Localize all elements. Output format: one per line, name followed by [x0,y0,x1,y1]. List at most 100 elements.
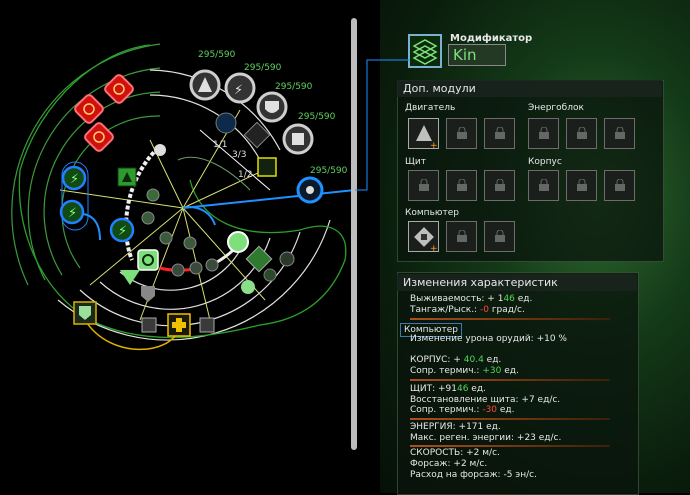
grid-icon [412,39,438,65]
lock-icon [615,127,625,139]
counter-4: 295/590 [298,112,336,122]
stats-header: Изменения характеристик [397,274,637,291]
svg-text:+: + [430,141,438,150]
hull-line: КОРПУС: + 40.4 ед. [410,355,502,365]
orbit-node[interactable] [215,112,237,134]
bar-1 [410,318,610,320]
tree-outline [18,44,347,339]
engine-label: Двигатель [405,103,456,113]
shield-node-gray[interactable] [141,286,155,302]
green-node-2[interactable] [137,249,159,271]
info-panel: Модификатор Kin Доп. модули Двигатель Эн… [380,0,690,495]
hull-slot-2[interactable] [566,170,597,201]
shield-label: Щит [405,157,426,167]
gray-circle-nodes: ⚡ [189,69,314,177]
scatter-node[interactable] [243,121,271,149]
engine-slot-2[interactable] [446,118,477,149]
svg-text:⚡: ⚡ [234,83,243,98]
gear-node-5[interactable] [171,263,185,277]
lock-icon [577,127,587,139]
computer-slot-3[interactable] [484,221,515,252]
yellow-square-node[interactable] [257,157,277,177]
tree-thin-white [199,129,271,191]
connector-line [355,59,410,191]
shield-slot-2[interactable] [446,170,477,201]
cross-node-2[interactable] [199,317,215,333]
tree-arcs [11,43,161,286]
lock-icon [577,179,587,191]
red-node-3[interactable] [83,121,114,152]
green-node-4[interactable] [245,245,273,273]
energy-slot-1[interactable] [528,118,559,149]
engine-slot-1[interactable]: + [408,118,439,151]
shield-line: ЩИТ: +9146 ед. [410,384,486,394]
speed-line: СКОРОСТЬ: +2 м/с. [410,448,500,458]
gear-node-2[interactable] [141,211,155,225]
svg-text:⚡: ⚡ [70,172,79,187]
skill-tree-panel: ⚡ ⚡ ⚡ ⚡ [11,43,355,351]
gear-node-4[interactable] [183,236,197,250]
green-node-8[interactable] [279,251,295,267]
blue-nodes: ⚡ ⚡ ⚡ [59,161,324,243]
energy-slot-2[interactable] [566,118,597,149]
shield-regen: Восстановление щита: +7 ед/с. [410,395,561,405]
lock-icon [495,127,505,139]
hull-slot-1[interactable] [528,170,559,201]
gear-node-7[interactable] [205,258,219,272]
tree-path-white [124,146,160,261]
modifier-icon[interactable] [408,34,442,68]
red-nodes [73,73,134,152]
bar-2 [410,379,610,381]
energy-regen: Макс. реген. энергии: +23 ед/с. [410,433,562,443]
green-node-3[interactable] [227,231,249,253]
counter-5: 295/590 [310,166,348,176]
shield-slot-1[interactable] [408,170,439,201]
shield-slot-3[interactable] [484,170,515,201]
counter-7: 3/3 [232,150,247,160]
gear-node-1[interactable] [146,188,160,202]
bar-3 [410,418,610,420]
green-node-5[interactable] [120,270,140,285]
gear-node-3[interactable] [159,231,173,245]
gray-node-2[interactable] [224,72,256,104]
white-node-1[interactable] [154,144,166,156]
lock-icon [539,127,549,139]
computer-label: Компьютер [405,208,459,218]
lock-icon [615,179,625,191]
red-node-1[interactable] [73,93,104,124]
lightning-node-2[interactable] [59,199,85,225]
computer-slot-1[interactable]: + [408,221,439,254]
hull-label: Корпус [528,157,562,167]
computer-slot-2[interactable] [446,221,477,252]
lightning-node-1[interactable] [61,165,87,191]
computer-effect: Изменение урона орудий: +10 % [410,334,567,344]
energy-label: Энергоблок [528,103,584,113]
red-node-2[interactable] [103,73,134,104]
gear-node-6[interactable] [189,261,203,275]
bar-4 [410,445,610,447]
modifier-name: Kin [448,44,506,66]
cross-node-1[interactable] [141,317,157,333]
counter-1: 295/590 [198,50,236,60]
green-node-6[interactable] [241,280,255,294]
computer-title: Компьютер [400,323,462,337]
engine-icon: + [416,125,438,151]
tree-thin-line [177,156,251,191]
green-node-7[interactable] [263,268,277,282]
engine-slot-3[interactable] [484,118,515,149]
green-nodes [73,144,295,337]
lock-icon [457,127,467,139]
energy-line: ЭНЕРГИЯ: +171 ед. [410,422,501,432]
counter-3: 295/590 [275,82,313,92]
hull-slot-3[interactable] [604,170,635,201]
modifier-label: Модификатор [450,33,533,44]
energy-slot-3[interactable] [604,118,635,149]
shield-res-line: Сопр. термич.: -30 ед. [410,405,515,415]
lock-icon [495,230,505,242]
survivability-line: Выживаемость: + 146 ед. [410,294,533,304]
svg-text:⚡: ⚡ [68,206,77,221]
lock-icon [457,179,467,191]
tree-yellow-line [84,319,179,351]
lightning-node-3[interactable] [109,217,135,243]
counter-2: 295/590 [244,63,282,73]
